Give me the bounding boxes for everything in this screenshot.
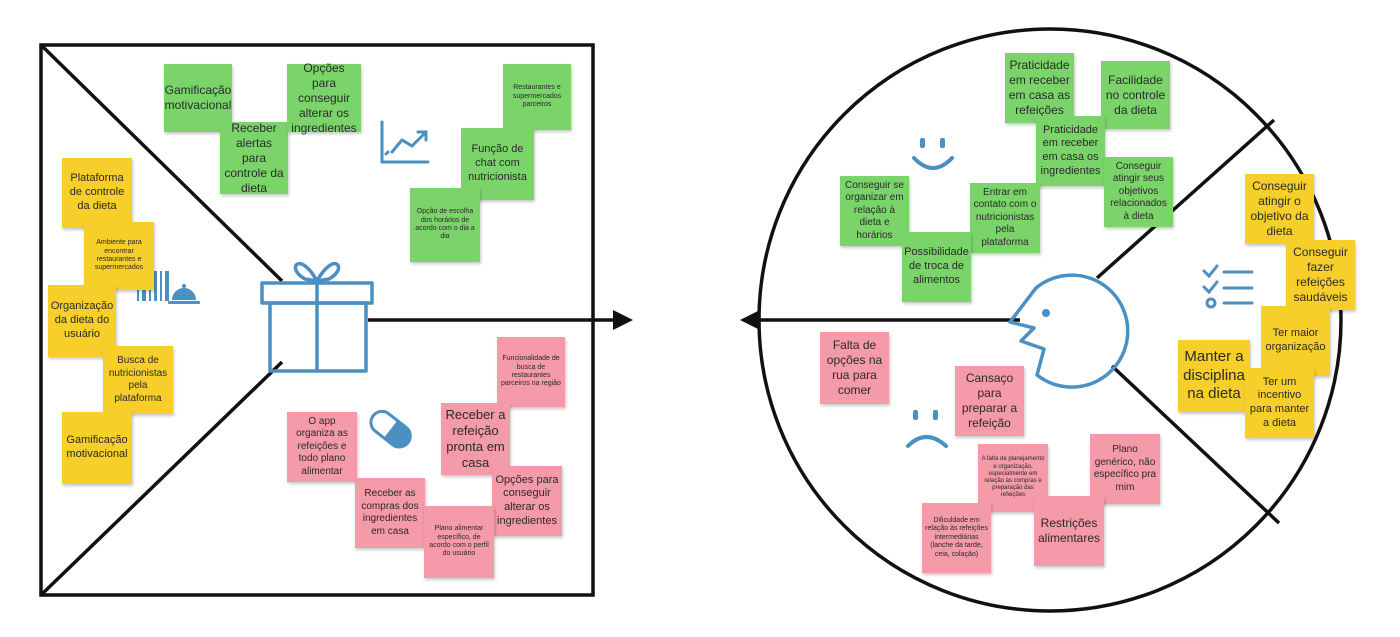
gain-creator-note: Função de chat com nutricionista — [461, 128, 534, 200]
pain-note: Restrições alimentares — [1034, 496, 1104, 566]
pain-reliever-note: Receber as compras dos ingredientes em c… — [355, 478, 425, 548]
gain-creator-note: Opções para conseguir alterar os ingredi… — [287, 61, 361, 135]
gain-note: Conseguir atingir seus objetivos relacio… — [1104, 157, 1173, 227]
customer-job-note: Conseguir fazer refeições saudáveis — [1286, 240, 1355, 310]
pain-note: Plano genérico, não específico pra mim — [1090, 434, 1160, 504]
gift-icon — [260, 262, 374, 373]
arrow-left-head — [740, 310, 760, 330]
gain-note: Conseguir se organizar em relação à diet… — [840, 176, 909, 246]
sad-face-icon — [906, 410, 948, 448]
gain-creator-note: Opção de escolha dos horários de acordo … — [410, 188, 480, 262]
value-map-diagonal-bottom — [39, 360, 284, 597]
gain-note: Praticidade em receber em casa as refeiç… — [1005, 53, 1074, 123]
gain-note: Praticidade em receber em casa os ingred… — [1036, 116, 1105, 186]
customer-profile-divider-bottom — [1110, 364, 1281, 525]
gain-creator-note: Receber alertas para controle da dieta — [220, 121, 288, 195]
arrow-right-head — [613, 310, 633, 330]
customer-face-icon — [1008, 273, 1130, 389]
customer-job-note: Ter maior organização — [1261, 306, 1330, 376]
product-service-note: Plataforma de controle da dieta — [62, 158, 132, 228]
gain-note: Facilidade no controle da dieta — [1101, 61, 1170, 129]
product-service-note: Ambiente para encontrar restaurantes e s… — [84, 222, 154, 290]
food-cloche-icon — [168, 284, 200, 304]
pain-reliever-note: Funcionalidade de busca de restaurantes … — [497, 337, 565, 407]
pain-reliever-note: Plano alimentar específico, de acordo co… — [424, 506, 494, 578]
pain-note: Cansaço para preparar a refeição — [955, 366, 1024, 436]
gain-note: Entrar em contato com o nutricionistas p… — [970, 183, 1040, 253]
customer-job-note: Manter a disciplina na dieta — [1178, 340, 1250, 412]
product-service-note: Organização da dieta do usuário — [48, 285, 116, 357]
pill-icon — [369, 409, 412, 449]
pain-reliever-note: Receber a refeição pronta em casa — [441, 403, 510, 475]
value-map-diagonal-top — [39, 43, 284, 283]
customer-job-note: Conseguir atingir o objetivo da dieta — [1245, 174, 1314, 244]
gain-note: Possibilidade de troca de alimentos — [902, 232, 971, 302]
growth-chart-icon — [380, 120, 430, 164]
pain-reliever-note: Opções para conseguir alterar os ingredi… — [492, 466, 562, 536]
smiley-face-icon — [912, 138, 954, 170]
pain-note: Falta de opções na rua para comer — [820, 332, 889, 404]
checklist-icon — [1202, 264, 1254, 309]
pain-reliever-note: O app organiza as refeições e todo plano… — [287, 412, 357, 482]
customer-job-note: Ter um incentivo para manter a dieta — [1245, 368, 1314, 438]
product-service-note: Gamificação motivacional — [62, 412, 132, 484]
gain-creator-note: Restaurantes e supermercados parceiros — [503, 64, 571, 130]
gain-creator-note: Gamificação motivacional — [164, 64, 232, 132]
product-service-note: Busca de nutricionistas pela plataforma — [103, 346, 173, 414]
pain-note: Dificuldade em relação às refeições inte… — [922, 503, 991, 573]
customer-profile-divider-top — [1095, 118, 1276, 280]
